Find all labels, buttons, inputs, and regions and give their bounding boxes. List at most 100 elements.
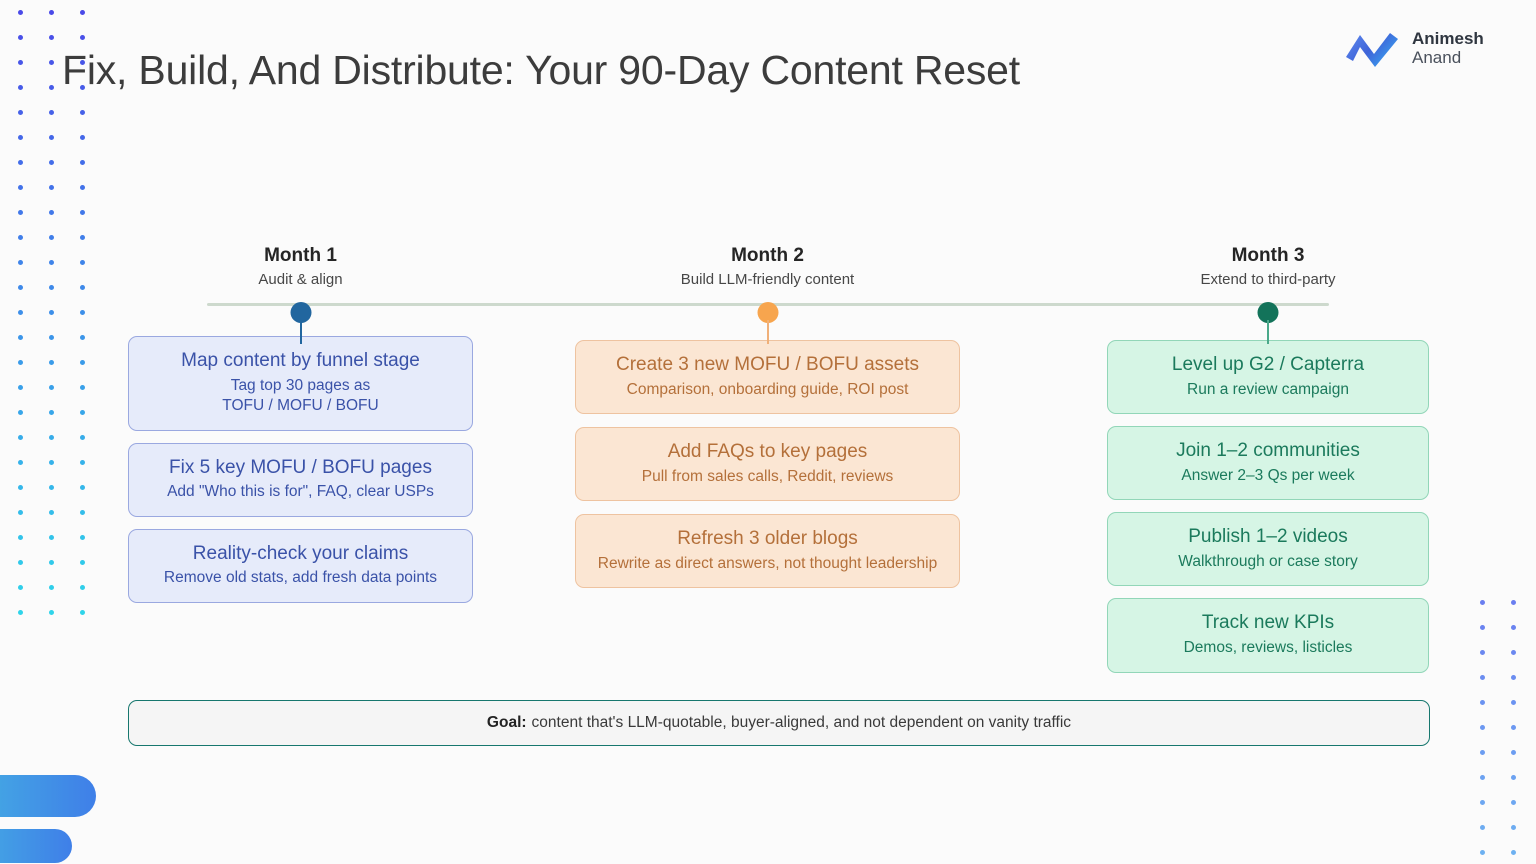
decorative-dot	[80, 410, 85, 415]
timeline-node-wrap-month-2	[575, 290, 960, 344]
decorative-dot	[49, 185, 54, 190]
decorative-dot	[49, 260, 54, 265]
decorative-dot	[49, 335, 54, 340]
task-card[interactable]: Track new KPIs Demos, reviews, listicles	[1107, 598, 1429, 673]
decorative-dot	[49, 560, 54, 565]
decorative-dot	[1480, 675, 1485, 680]
task-card-title: Fix 5 key MOFU / BOFU pages	[169, 456, 432, 478]
decorative-dot	[49, 235, 54, 240]
decorative-dot	[1511, 675, 1516, 680]
decorative-dot	[1511, 600, 1516, 605]
task-card[interactable]: Fix 5 key MOFU / BOFU pages Add "Who thi…	[128, 442, 473, 517]
task-card-title: Refresh 3 older blogs	[677, 528, 858, 550]
brand-text: Animesh Anand	[1412, 29, 1484, 67]
task-card[interactable]: Add FAQs to key pages Pull from sales ca…	[575, 427, 960, 502]
task-card[interactable]: Publish 1–2 videos Walkthrough or case s…	[1107, 512, 1429, 587]
task-card[interactable]: Create 3 new MOFU / BOFU assets Comparis…	[575, 340, 960, 415]
decorative-dot	[18, 185, 23, 190]
decorative-dot	[80, 385, 85, 390]
task-card-subtitle: Demos, reviews, listicles	[1183, 639, 1353, 657]
column-header-month-3: Month 3 Extend to third-party	[1107, 244, 1429, 290]
decorative-dot	[18, 135, 23, 140]
decorative-dot	[1511, 800, 1516, 805]
column-title: Month 2	[731, 245, 804, 266]
decorative-dot	[18, 260, 23, 265]
animesh-zigzag-logo-icon	[1346, 33, 1398, 67]
decorative-dot	[18, 535, 23, 540]
task-card[interactable]: Refresh 3 older blogs Rewrite as direct …	[575, 514, 960, 589]
decorative-dot	[18, 510, 23, 515]
task-card-title: Create 3 new MOFU / BOFU assets	[615, 354, 920, 375]
task-card[interactable]: Reality-check your claims Remove old sta…	[128, 528, 473, 603]
decorative-dot	[1511, 625, 1516, 630]
decorative-dot	[1480, 775, 1485, 780]
decorative-dot	[80, 110, 85, 115]
task-card[interactable]: Join 1–2 communities Answer 2–3 Qs per w…	[1107, 426, 1429, 501]
timeline-node-wrap-month-1	[128, 290, 473, 344]
goal-banner: Goal: content that's LLM-quotable, buyer…	[128, 700, 1430, 746]
decorative-dot	[80, 585, 85, 590]
column-header-month-1: Month 1 Audit & align	[128, 244, 473, 290]
task-card-subtitle: Rewrite as direct answers, not thought l…	[597, 554, 938, 572]
decorative-dot	[18, 10, 23, 15]
decorative-dot	[18, 460, 23, 465]
decorative-dot	[18, 610, 23, 615]
card-list-month-3: Level up G2 / Capterra Run a review camp…	[1107, 340, 1429, 673]
decorative-dot	[49, 435, 54, 440]
decorative-dot	[49, 610, 54, 615]
decorative-dot	[80, 285, 85, 290]
task-card-subtitle: Comparison, onboarding guide, ROI post	[626, 380, 909, 398]
timeline-node-icon-month-3	[1257, 302, 1279, 323]
decorative-dot	[49, 10, 54, 15]
task-card-title: Map content by funnel stage	[181, 350, 420, 371]
decorative-dot	[49, 60, 54, 65]
timeline-node-icon-month-1	[290, 302, 311, 323]
decorative-dot	[18, 60, 23, 65]
decorative-dot	[18, 435, 23, 440]
timeline-node-icon-month-2	[757, 302, 778, 323]
brand-surname: Anand	[1412, 48, 1462, 67]
decorative-dot	[80, 235, 85, 240]
decorative-dot	[80, 435, 85, 440]
decorative-dot	[80, 85, 85, 90]
decorative-dot	[49, 535, 54, 540]
decorative-dot	[1511, 825, 1516, 830]
decorative-dot	[1511, 650, 1516, 655]
task-card[interactable]: Level up G2 / Capterra Run a review camp…	[1107, 340, 1429, 415]
decorative-dot	[80, 360, 85, 365]
task-card[interactable]: Map content by funnel stage Tag top 30 p…	[128, 336, 473, 431]
decorative-dot	[80, 185, 85, 190]
task-card-subtitle: Run a review campaign	[1187, 380, 1349, 398]
timeline-stem-month-1	[299, 320, 302, 344]
decorative-dot	[49, 210, 54, 215]
decorative-dot	[1480, 800, 1485, 805]
decorative-dot	[80, 485, 85, 490]
card-list-month-2: Create 3 new MOFU / BOFU assets Comparis…	[575, 340, 960, 589]
decorative-dot	[1480, 625, 1485, 630]
column-title: Month 3	[1231, 245, 1305, 266]
task-card-title: Level up G2 / Capterra	[1171, 354, 1365, 375]
page-title: Fix, Build, And Distribute: Your 90-Day …	[62, 47, 1020, 93]
decorative-dot	[18, 235, 23, 240]
task-card-title: Reality-check your claims	[192, 542, 409, 564]
task-card-subtitle: Add "Who this is for", FAQ, clear USPs	[167, 483, 434, 501]
decorative-bar-top	[0, 775, 96, 817]
decorative-dot	[80, 10, 85, 15]
decorative-dot	[1480, 750, 1485, 755]
decorative-dot	[80, 210, 85, 215]
column-header-month-2: Month 2 Build LLM-friendly content	[575, 244, 960, 290]
decorative-dot	[80, 535, 85, 540]
decorative-dot	[1511, 775, 1516, 780]
decorative-dot	[18, 335, 23, 340]
decorative-dot	[49, 385, 54, 390]
decorative-dot	[80, 310, 85, 315]
task-card-subtitle: Remove old stats, add fresh data points	[163, 569, 438, 587]
task-card-title: Publish 1–2 videos	[1188, 526, 1348, 548]
task-card-subtitle: Answer 2–3 Qs per week	[1181, 466, 1355, 484]
decorative-dot	[49, 85, 54, 90]
timeline-column-month-2: Month 2 Build LLM-friendly content Creat…	[575, 244, 960, 589]
decorative-dot	[49, 460, 54, 465]
decorative-dot	[49, 110, 54, 115]
goal-text: content that's LLM-quotable, buyer-align…	[531, 714, 1072, 731]
